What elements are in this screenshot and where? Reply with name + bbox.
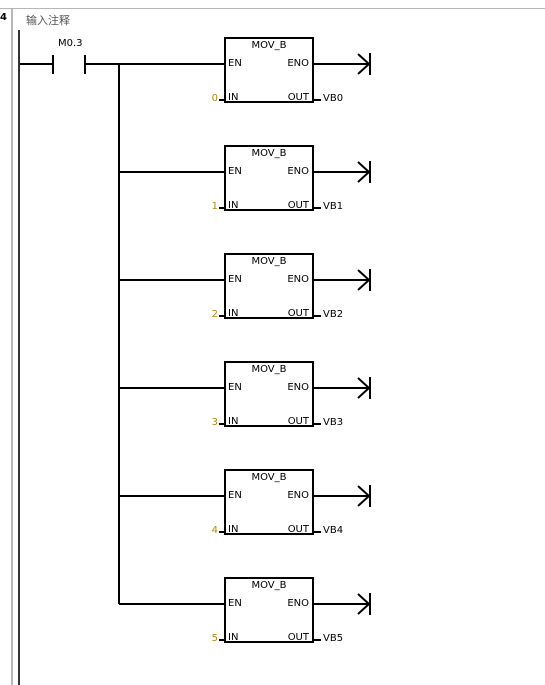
power-rail xyxy=(18,30,20,685)
left-margin-bar xyxy=(11,8,13,685)
eno-arrow-icon xyxy=(357,485,371,507)
rail-to-contact-wire xyxy=(20,63,53,65)
in-wire-stub xyxy=(219,315,225,317)
out-address[interactable]: VB0 xyxy=(323,93,344,104)
in-pin-label: IN xyxy=(228,524,239,535)
eno-arrow-icon xyxy=(357,269,371,291)
in-pin-label: IN xyxy=(228,308,239,319)
en-pin-label: EN xyxy=(228,490,242,501)
out-address[interactable]: VB4 xyxy=(323,525,344,536)
eno-pin-label: ENO xyxy=(287,166,309,177)
network-number[interactable]: 4 xyxy=(0,12,7,23)
branch-wire xyxy=(119,279,226,281)
in-pin-label: IN xyxy=(228,416,239,427)
en-pin-label: EN xyxy=(228,166,242,177)
en-pin-label: EN xyxy=(228,382,242,393)
eno-wire xyxy=(314,279,370,281)
out-wire-stub xyxy=(314,639,321,641)
in-constant[interactable]: 4 xyxy=(211,525,218,536)
in-constant[interactable]: 0 xyxy=(211,93,218,104)
contact-left-plate[interactable] xyxy=(52,55,54,74)
in-wire-stub xyxy=(219,423,225,425)
branch-wire xyxy=(119,387,226,389)
in-pin-label: IN xyxy=(228,632,239,643)
block-title: MOV_B xyxy=(251,580,287,591)
eno-pin-label: ENO xyxy=(287,274,309,285)
eno-pin-label: ENO xyxy=(287,58,309,69)
en-pin-label: EN xyxy=(228,58,242,69)
out-wire-stub xyxy=(314,423,321,425)
eno-arrow-icon xyxy=(357,593,371,615)
out-address[interactable]: VB1 xyxy=(323,201,344,212)
out-pin-label: OUT xyxy=(287,416,309,427)
in-constant[interactable]: 3 xyxy=(211,417,218,428)
block-title: MOV_B xyxy=(251,148,287,159)
out-address[interactable]: VB5 xyxy=(323,633,344,644)
mov-b-block[interactable]: MOV_B EN ENO IN OUT xyxy=(224,361,314,427)
mov-b-block[interactable]: MOV_B EN ENO IN OUT xyxy=(224,145,314,211)
in-wire-stub xyxy=(219,99,225,101)
block-title: MOV_B xyxy=(251,364,287,375)
eno-pin-label: ENO xyxy=(287,490,309,501)
eno-wire xyxy=(314,603,370,605)
out-pin-label: OUT xyxy=(287,524,309,535)
out-pin-label: OUT xyxy=(287,92,309,103)
eno-wire xyxy=(314,495,370,497)
eno-arrow-icon xyxy=(357,53,371,75)
eno-wire xyxy=(314,387,370,389)
en-pin-label: EN xyxy=(228,274,242,285)
mov-b-block[interactable]: MOV_B EN ENO IN OUT xyxy=(224,37,314,103)
in-wire-stub xyxy=(219,531,225,533)
mov-b-block[interactable]: MOV_B EN ENO IN OUT xyxy=(224,577,314,643)
out-wire-stub xyxy=(314,207,321,209)
in-constant[interactable]: 2 xyxy=(211,309,218,320)
in-wire-stub xyxy=(219,639,225,641)
mov-b-block[interactable]: MOV_B EN ENO IN OUT xyxy=(224,253,314,319)
in-pin-label: IN xyxy=(228,200,239,211)
block-title: MOV_B xyxy=(251,472,287,483)
branch-wire xyxy=(119,171,226,173)
out-address[interactable]: VB2 xyxy=(323,309,344,320)
out-pin-label: OUT xyxy=(287,200,309,211)
eno-pin-label: ENO xyxy=(287,598,309,609)
block-title: MOV_B xyxy=(251,40,287,51)
branch-wire xyxy=(119,495,226,497)
contact-to-branch-wire xyxy=(86,63,226,65)
contact-address[interactable]: M0.3 xyxy=(58,38,83,49)
in-wire-stub xyxy=(219,207,225,209)
out-wire-stub xyxy=(314,99,321,101)
in-constant[interactable]: 1 xyxy=(211,201,218,212)
out-pin-label: OUT xyxy=(287,632,309,643)
out-wire-stub xyxy=(314,531,321,533)
branch-wire xyxy=(119,603,226,605)
network-header-line xyxy=(0,8,545,9)
out-pin-label: OUT xyxy=(287,308,309,319)
eno-wire xyxy=(314,63,370,65)
out-address[interactable]: VB3 xyxy=(323,417,344,428)
contact-right-plate[interactable] xyxy=(84,55,86,74)
block-title: MOV_B xyxy=(251,256,287,267)
in-constant[interactable]: 5 xyxy=(211,633,218,644)
mov-b-block[interactable]: MOV_B EN ENO IN OUT xyxy=(224,469,314,535)
in-pin-label: IN xyxy=(228,92,239,103)
en-pin-label: EN xyxy=(228,598,242,609)
eno-arrow-icon xyxy=(357,161,371,183)
eno-pin-label: ENO xyxy=(287,382,309,393)
network-comment[interactable]: 输入注释 xyxy=(26,14,70,27)
branch-vertical-wire xyxy=(118,63,120,604)
eno-arrow-icon xyxy=(357,377,371,399)
out-wire-stub xyxy=(314,315,321,317)
eno-wire xyxy=(314,171,370,173)
